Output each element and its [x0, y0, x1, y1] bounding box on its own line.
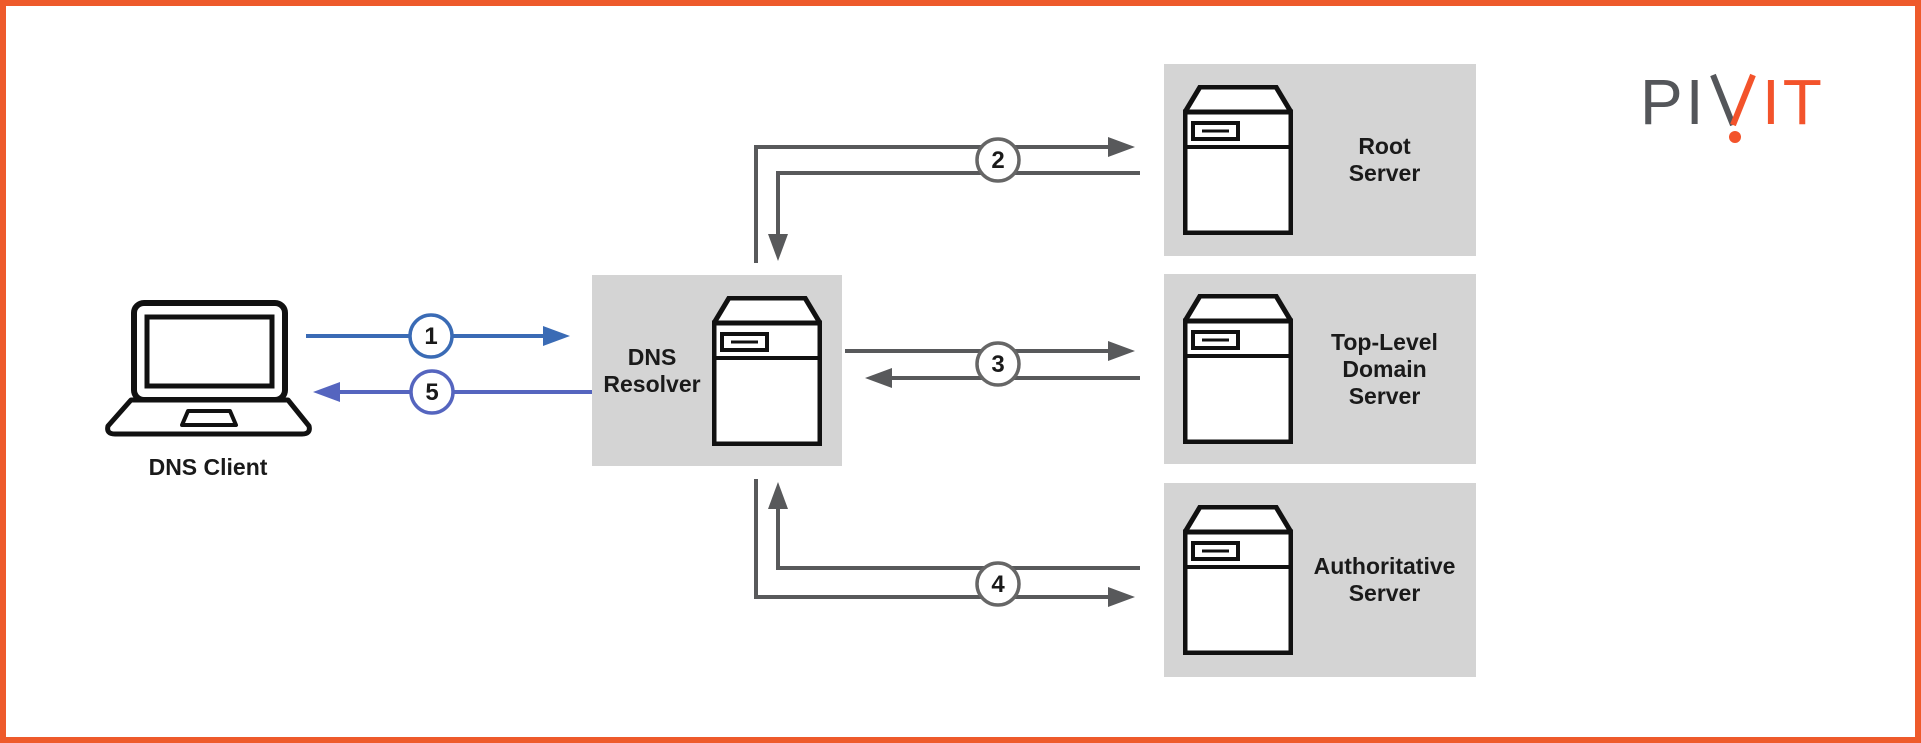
step-badge-3-number: 3	[991, 351, 1004, 378]
logo-v-left-stroke	[1710, 73, 1736, 127]
logo-dot-icon	[1729, 131, 1741, 143]
step-badge-5-number: 5	[425, 379, 438, 406]
tld-server-label-line3: Server	[1348, 382, 1421, 409]
logo-letters-gray: PI	[1640, 66, 1706, 138]
pivit-logo: PI IT	[1640, 66, 1825, 143]
step-badge-2-circle	[975, 137, 1021, 183]
step-badge-3-circle	[975, 341, 1021, 387]
authoritative-server-label-line1: Authoritative	[1313, 553, 1456, 579]
node-authoritative-server: Authoritative Server	[1164, 483, 1476, 677]
logo-v-right-stroke	[1730, 73, 1756, 127]
step-badge-4-number: 4	[991, 571, 1005, 598]
laptop-screen-inner	[144, 314, 275, 389]
laptop-trackpad	[180, 409, 238, 427]
authoritative-server-label-line2: Server	[1348, 580, 1421, 606]
root-server-label-line2: Server	[1348, 160, 1421, 186]
dns-resolver-label-line2: Resolver	[603, 370, 701, 397]
arrowhead-step-5	[313, 382, 340, 402]
arrow-step-4-query	[754, 479, 1110, 599]
step-badge-4-circle	[975, 561, 1021, 607]
server-icon	[1183, 294, 1293, 444]
root-server-label: Root Server	[1293, 133, 1476, 187]
server-icon	[1183, 505, 1293, 655]
arrow-step-2-response	[776, 171, 1140, 236]
logo-letters-orange: IT	[1762, 66, 1825, 138]
node-dns-client: DNS Client	[100, 293, 316, 481]
tld-server-label-line2: Domain	[1342, 355, 1427, 382]
laptop-icon	[105, 300, 312, 437]
dns-resolver-label-line1: DNS	[627, 343, 677, 370]
dns-client-label: DNS Client	[148, 454, 268, 480]
root-server-label-line1: Root	[1358, 133, 1411, 159]
step-badge-2-number: 2	[991, 147, 1004, 174]
arrowhead-step-3-query	[1108, 341, 1135, 361]
node-dns-resolver: DNS Resolver	[592, 275, 842, 466]
arrowhead-step-4-query	[1108, 587, 1135, 607]
step-badge-5-circle	[409, 369, 455, 415]
arrowhead-step-2-query	[1108, 137, 1135, 157]
step-badge-1-circle	[408, 313, 454, 359]
arrowhead-step-4-response	[768, 482, 788, 509]
tld-server-label-line1: Top-Level	[1331, 328, 1438, 355]
tld-server-label: Top-Level Domain Server	[1293, 329, 1476, 410]
server-icon	[1183, 85, 1293, 235]
step-badge-1-number: 1	[424, 323, 437, 350]
authoritative-server-label: Authoritative Server	[1293, 553, 1476, 607]
node-tld-server: Top-Level Domain Server	[1164, 274, 1476, 464]
arrowhead-step-1	[543, 326, 570, 346]
arrow-step-4-response	[776, 507, 1140, 570]
arrow-step-2-query	[754, 145, 1110, 263]
node-root-server: Root Server	[1164, 64, 1476, 256]
server-icon	[712, 295, 822, 446]
dns-resolver-label: DNS Resolver	[592, 344, 712, 398]
arrowhead-step-3-response	[865, 368, 892, 388]
arrowhead-step-2-response	[768, 234, 788, 261]
